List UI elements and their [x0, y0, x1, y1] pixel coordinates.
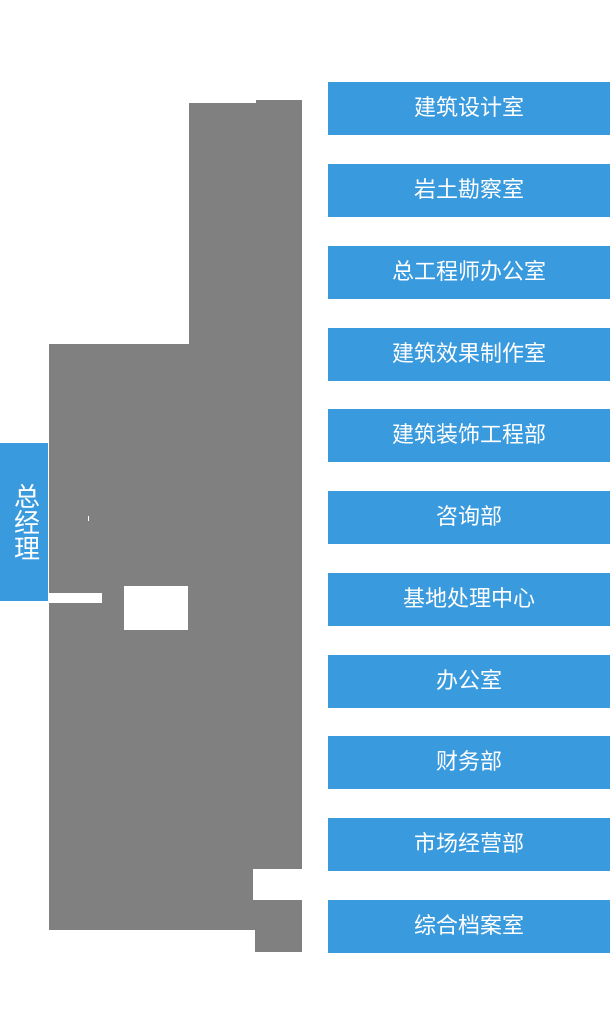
department-label-7: 基地处理中心 — [402, 586, 535, 612]
department-node-9[interactable]: 财务部 — [328, 736, 610, 789]
root-node-general-manager[interactable]: 总经理 — [0, 443, 48, 601]
department-label-4: 建筑效果制作室 — [391, 341, 546, 367]
department-node-4[interactable]: 建筑效果制作室 — [328, 328, 610, 381]
department-node-3[interactable]: 总工程师办公室 — [328, 246, 610, 299]
department-node-2[interactable]: 岩土勘察室 — [328, 164, 610, 217]
department-label-6: 咨询部 — [435, 504, 502, 530]
department-label-3: 总工程师办公室 — [391, 259, 546, 285]
department-node-1[interactable]: 建筑设计室 — [328, 82, 610, 135]
department-node-10[interactable]: 市场经营部 — [328, 818, 610, 871]
department-label-9: 财务部 — [435, 749, 502, 775]
connector-shape — [49, 100, 302, 952]
department-node-6[interactable]: 咨询部 — [328, 491, 610, 544]
department-node-7[interactable]: 基地处理中心 — [328, 573, 610, 626]
department-node-11[interactable]: 综合档案室 — [328, 900, 610, 953]
department-node-5[interactable]: 建筑装饰工程部 — [328, 409, 610, 462]
department-label-10: 市场经营部 — [413, 831, 524, 857]
root-node-label: 总经理 — [9, 483, 40, 561]
department-label-8: 办公室 — [435, 668, 502, 694]
department-node-8[interactable]: 办公室 — [328, 655, 610, 708]
department-label-11: 综合档案室 — [413, 913, 524, 939]
department-label-5: 建筑装饰工程部 — [391, 422, 546, 448]
department-label-1: 建筑设计室 — [413, 95, 524, 121]
department-label-2: 岩土勘察室 — [413, 177, 524, 203]
